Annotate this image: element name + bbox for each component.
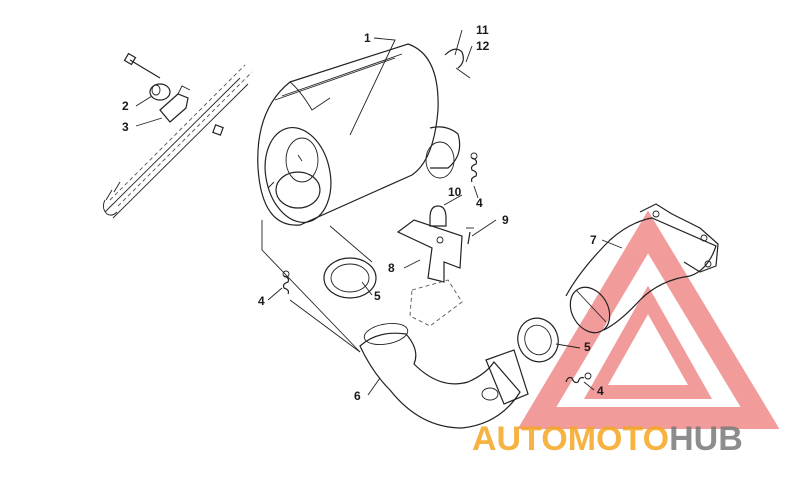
watermark-logo-triangle (517, 210, 780, 429)
bracket-nut (212, 124, 224, 136)
mount-bracket (159, 85, 191, 123)
watermark-text: AUTOMOTOHUB (472, 420, 743, 458)
callout-12: 12 (476, 39, 490, 53)
rubber-grommet (429, 205, 447, 227)
callout-4-right: 4 (597, 384, 604, 398)
callout-8: 8 (388, 261, 395, 275)
callout-5-left: 5 (374, 289, 381, 303)
frame-rail (102, 64, 253, 219)
callout-4-left: 4 (258, 294, 265, 308)
gasket-left (323, 257, 377, 299)
watermark-part-moto: MOTO (568, 420, 669, 458)
rubber-bushing (149, 83, 171, 101)
gasket-right (517, 317, 559, 363)
muffler-mount-bracket (396, 219, 463, 327)
callout-3: 3 (122, 120, 129, 134)
callout-11: 11 (476, 23, 489, 37)
mount-bolt (123, 52, 161, 79)
mid-pipe (359, 322, 529, 429)
svg-text:AUTOMOTOHUB: AUTOMOTOHUB (472, 420, 743, 458)
callout-4-upper: 4 (476, 196, 483, 210)
callout-5-right: 5 (584, 340, 591, 354)
clip (444, 48, 471, 79)
spring-upper (470, 152, 478, 183)
spring-right (565, 372, 592, 384)
callout-10: 10 (448, 185, 462, 199)
callout-1: 1 (364, 31, 371, 45)
callout-7: 7 (590, 233, 597, 247)
watermark-part-auto: AUTO (472, 420, 568, 458)
bracket-screw (466, 227, 474, 245)
header-pipe (565, 203, 719, 334)
callout-9: 9 (502, 213, 509, 227)
muffler (257, 43, 461, 226)
callout-6: 6 (354, 389, 361, 403)
callout-2: 2 (122, 99, 129, 113)
watermark-part-hub: HUB (669, 420, 743, 458)
spring-left (282, 270, 290, 295)
leader-lines (135, 29, 623, 396)
